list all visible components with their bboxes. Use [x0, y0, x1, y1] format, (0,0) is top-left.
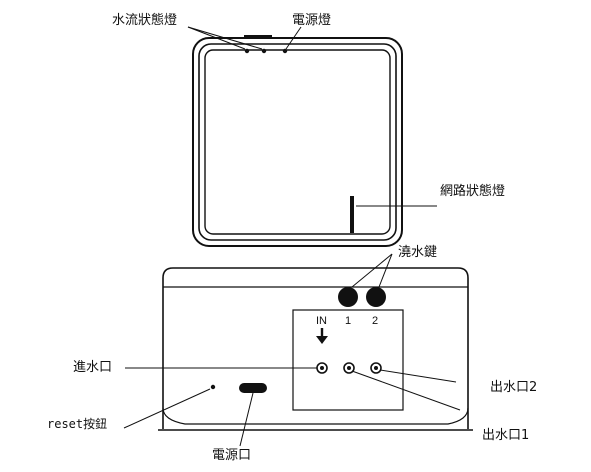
- reset-hole: [210, 384, 216, 390]
- water-key-label: 澆水鍵: [398, 245, 438, 260]
- top-outer-frame: [192, 37, 403, 247]
- leader-power-port: [239, 392, 254, 447]
- outlet-1-port-core: [347, 366, 351, 370]
- power-led-dot: [282, 48, 288, 54]
- power-port-label: 電源口: [212, 448, 252, 463]
- inlet-arrow-head: [316, 336, 328, 344]
- leader-water-key-1: [351, 253, 393, 288]
- leader-water-key-2: [378, 253, 393, 288]
- port-mark-2: 2: [372, 315, 379, 327]
- outlet-2-label: 出水口2: [490, 380, 538, 395]
- front-body-outline: [162, 267, 469, 429]
- network-led-label: 網路狀態燈: [440, 184, 506, 199]
- top-edge-tab: [244, 35, 272, 39]
- leader-flow-led-b: [187, 26, 263, 50]
- flow-led-left-dot: [244, 48, 250, 54]
- inlet-label: 進水口: [73, 360, 113, 375]
- top-view: [192, 37, 403, 247]
- leader-power-led: [285, 26, 302, 50]
- top-inner-frame: [204, 49, 391, 235]
- port-mark-1: 1: [345, 315, 352, 327]
- power-port-slot: [239, 383, 267, 393]
- leader-flow-led-a: [187, 26, 246, 50]
- flow-led-label: 水流狀態燈: [112, 13, 178, 28]
- outlet-1-label: 出水口1: [482, 428, 530, 443]
- water-key-1: [338, 287, 358, 307]
- front-base-curve: [162, 407, 469, 425]
- network-led-bar: [350, 196, 354, 233]
- outlet-2-port-ring: [370, 362, 382, 374]
- leader-reset: [123, 388, 211, 429]
- outlet-1-port-ring: [343, 362, 355, 374]
- port-mark-in: IN: [316, 315, 327, 327]
- leader-outlet-2: [379, 369, 457, 383]
- port-panel-frame: [292, 309, 404, 411]
- inlet-port-core: [320, 366, 324, 370]
- top-middle-frame: [198, 43, 397, 241]
- flow-led-right-dot: [261, 48, 267, 54]
- water-key-2: [366, 287, 386, 307]
- power-led-label: 電源燈: [292, 13, 332, 28]
- leader-lines: [123, 26, 461, 447]
- front-view: [158, 267, 473, 431]
- reset-label: reset按鈕: [47, 417, 108, 431]
- outlet-2-port-core: [374, 366, 378, 370]
- leader-outlet-1: [351, 370, 461, 411]
